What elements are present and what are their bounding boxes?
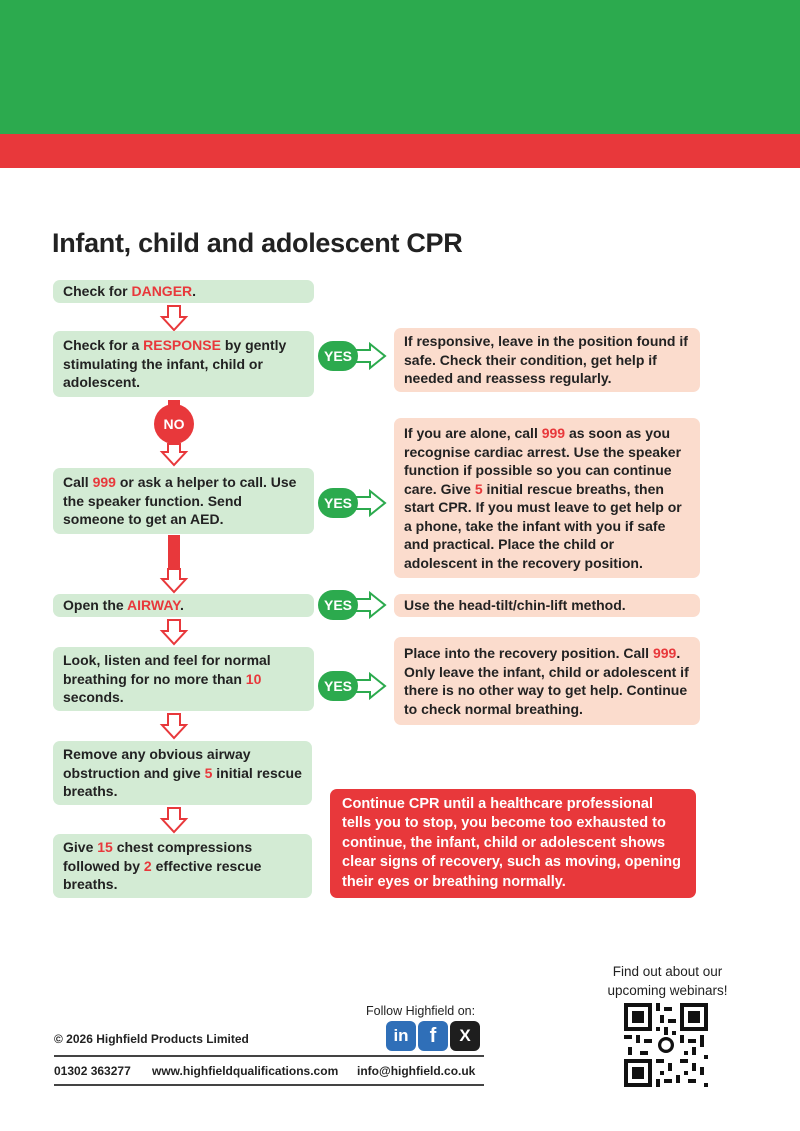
header-green-band: [0, 0, 800, 134]
email-link[interactable]: info@highfield.co.uk: [357, 1064, 476, 1078]
outcome-recovery: Place into the recovery position. Call 9…: [394, 637, 700, 725]
header-red-band: [0, 134, 800, 168]
right-arrow-icon: [353, 341, 387, 371]
yes-badge: YES: [318, 488, 358, 518]
step-obstruction: Remove any obvious airway obstruction an…: [53, 741, 312, 805]
down-arrow-icon: [159, 535, 189, 594]
step-danger: Check for DANGER.: [53, 280, 314, 303]
yes-badge: YES: [318, 671, 358, 701]
follow-label: Follow Highfield on:: [366, 1004, 476, 1018]
facebook-icon[interactable]: f: [418, 1021, 448, 1051]
outcome-responsive: If responsive, leave in the position fou…: [394, 328, 700, 392]
right-arrow-icon: [353, 488, 387, 518]
website-link[interactable]: www.highfieldqualifications.com: [152, 1064, 339, 1078]
step-breathing: Look, listen and feel for normal breathi…: [53, 647, 314, 711]
x-icon[interactable]: X: [450, 1021, 480, 1051]
yes-badge: YES: [318, 341, 358, 371]
webinar-caption: Find out about our upcoming webinars!: [607, 964, 728, 998]
right-arrow-icon: [353, 590, 387, 620]
footer-rule-bottom: [54, 1084, 484, 1086]
linkedin-icon[interactable]: in: [386, 1021, 416, 1051]
phone-number[interactable]: 01302 363277: [54, 1064, 131, 1078]
page-title: Infant, child and adolescent CPR: [52, 228, 463, 258]
step-airway: Open the AIRWAY.: [53, 594, 314, 617]
yes-badge: YES: [318, 590, 358, 620]
step-response: Check for a RESPONSE by gently stimulati…: [53, 331, 314, 397]
continue-cpr-note: Continue CPR until a healthcare professi…: [330, 789, 696, 898]
right-arrow-icon: [353, 671, 387, 701]
down-arrow-icon: [159, 713, 189, 740]
qr-code-icon[interactable]: [624, 1003, 708, 1087]
footer-rule-top: [54, 1055, 484, 1057]
no-badge: NO: [154, 404, 194, 444]
outcome-alone: If you are alone, call 999 as soon as yo…: [394, 418, 700, 578]
copyright: © 2026 Highfield Products Limited: [54, 1032, 249, 1046]
down-arrow-icon: [159, 305, 189, 332]
down-arrow-icon: [159, 807, 189, 834]
down-arrow-icon: [159, 619, 189, 646]
step-compressions: Give 15 chest compressions followed by 2…: [53, 834, 312, 898]
outcome-headtilt: Use the head-tilt/chin-lift method.: [394, 594, 700, 617]
step-call: Call 999 or ask a helper to call. Use th…: [53, 468, 314, 534]
